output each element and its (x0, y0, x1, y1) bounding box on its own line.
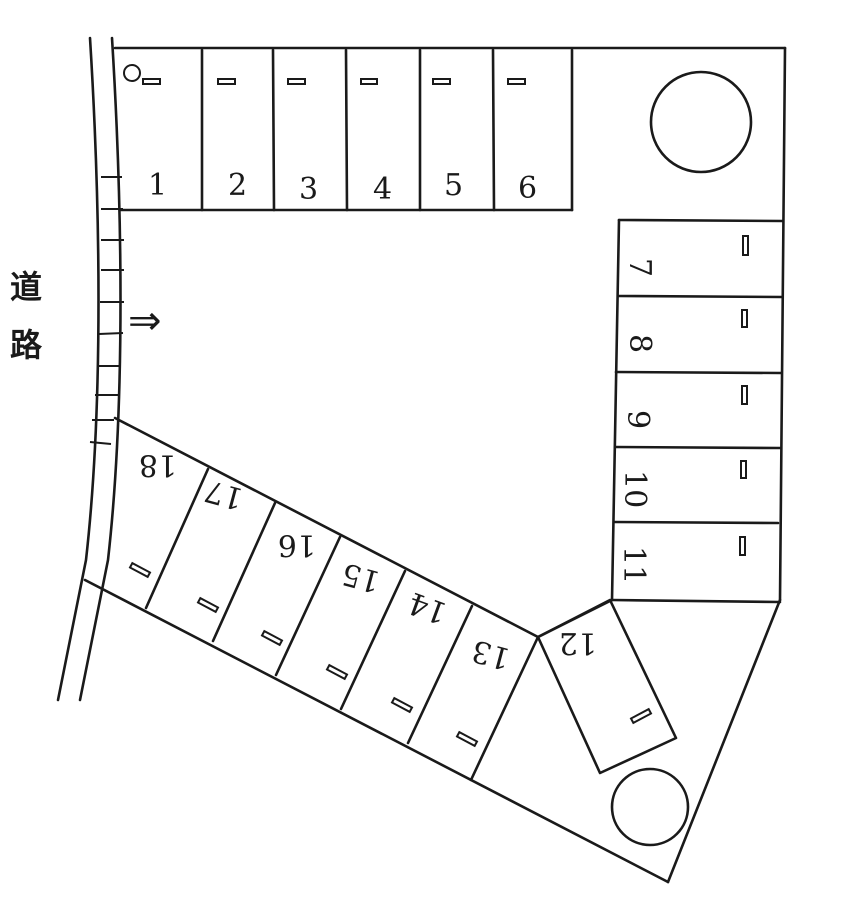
stall-9-number: 9 (620, 410, 655, 429)
stall-16-number: 16 (278, 527, 316, 562)
stall-15-number: 15 (338, 555, 384, 599)
stall-10-number: 10 (617, 470, 652, 508)
stall-13-number: 13 (468, 632, 514, 676)
road-label-2: 路 (10, 326, 43, 364)
top-row-wheel-stops (123, 64, 526, 85)
stall-7-number: 7 (622, 258, 657, 277)
top-row-numbers: 1 2 3 4 5 6 (148, 168, 537, 207)
right-column-numbers: 7 8 9 10 11 (616, 258, 657, 584)
top-row-stalls (118, 48, 574, 212)
bottom-row-wheel-stops (128, 561, 479, 748)
large-circle (649, 70, 753, 174)
bottom-row-stalls (113, 416, 540, 782)
bottom-row-numbers: 18 17 16 15 14 13 (139, 447, 514, 676)
stall-2-number: 2 (228, 168, 247, 203)
stall-11-number: 11 (616, 546, 651, 584)
right-column-stalls (610, 218, 785, 604)
small-circle (610, 767, 690, 847)
lot-boundary (83, 46, 787, 884)
stall-5-number: 5 (444, 168, 463, 203)
stall-6-number: 6 (518, 171, 537, 206)
stall-3-number: 3 (299, 172, 318, 207)
stall-12-number: 12 (559, 625, 597, 660)
stall-17-number: 17 (201, 472, 247, 516)
entrance-arrow-icon: ⇒ (128, 298, 162, 344)
stall-4-number: 4 (373, 172, 392, 207)
road-edge (56, 36, 122, 702)
right-column-wheel-stops (739, 235, 749, 556)
stall-18-number: 18 (139, 447, 177, 482)
small-marker-circle-icon (123, 64, 141, 82)
road-label-1: 道 (10, 268, 43, 306)
stall-14-number: 14 (404, 584, 452, 630)
stall-8-number: 8 (622, 334, 657, 353)
stall-1-number: 1 (148, 168, 167, 203)
sidewalk-crossing (89, 176, 124, 445)
